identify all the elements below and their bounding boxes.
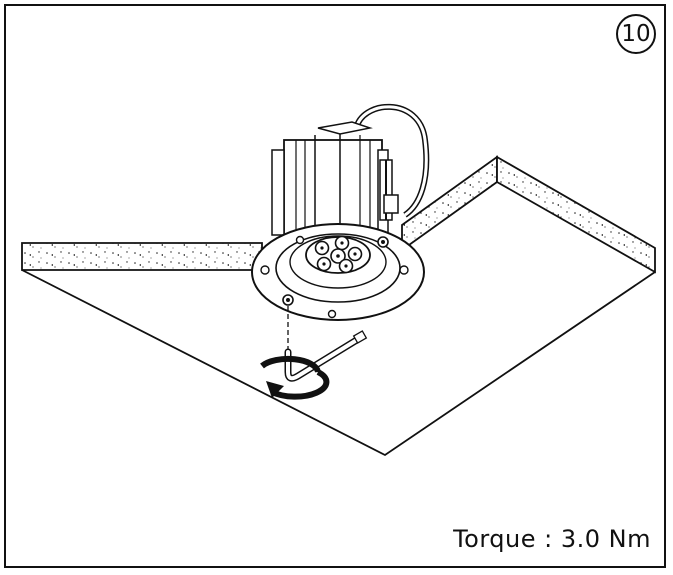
- torque-caption: Torque : 3.0 Nm: [453, 525, 651, 553]
- hex-key-icon: [284, 330, 368, 382]
- panel-border: [4, 4, 666, 568]
- rotation-arrow-icon: [260, 355, 330, 400]
- ceiling-board: [21, 155, 656, 457]
- heat-sink-housing: [271, 121, 399, 241]
- led-lens-icon: [305, 235, 371, 274]
- step-number-badge: 10: [616, 14, 656, 54]
